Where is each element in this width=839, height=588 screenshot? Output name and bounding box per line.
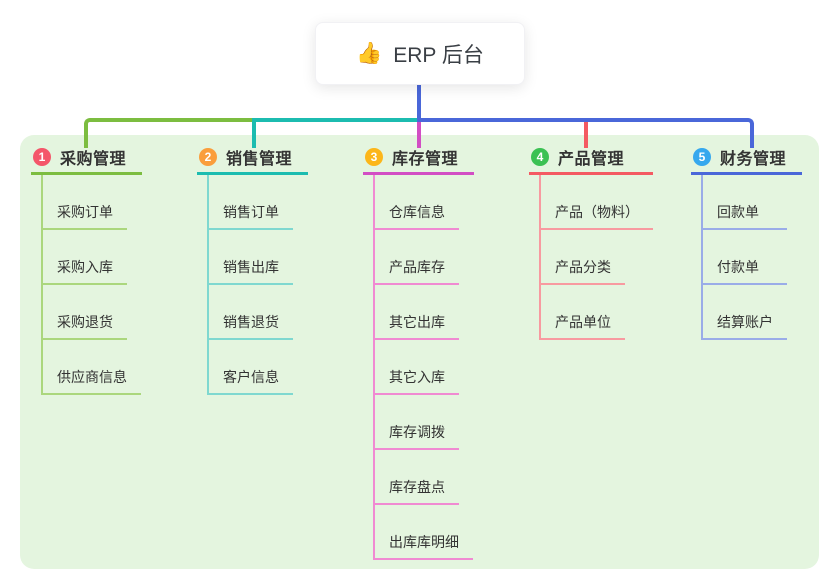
child-label: 采购退货 (57, 314, 113, 330)
child-label: 销售订单 (223, 204, 279, 220)
branch-header[interactable]: 5 财务管理 (691, 145, 802, 175)
branch-number-badge: 1 (33, 147, 51, 166)
branch-children: 产品（物料） 产品分类 产品单位 (539, 175, 653, 340)
root-node[interactable]: 👍 ERP 后台 (315, 22, 525, 85)
child-label: 销售出库 (223, 259, 279, 275)
child-label: 供应商信息 (57, 369, 127, 385)
child-label: 仓库信息 (389, 204, 445, 220)
branch-number-badge: 3 (365, 147, 383, 166)
branch-4: 4 产品管理 产品（物料） 产品分类 产品单位 (529, 145, 653, 340)
child-label: 库存调拨 (389, 424, 445, 440)
child-label: 库存盘点 (389, 479, 445, 495)
child-label: 结算账户 (717, 314, 773, 330)
connector-branch3-line (417, 122, 421, 148)
child-node[interactable]: 采购退货 (41, 285, 127, 340)
branch-children: 销售订单 销售出库 销售退货 客户信息 (207, 175, 308, 395)
branch-number-badge: 4 (531, 147, 549, 166)
branch-label: 库存管理 (392, 150, 459, 168)
branch-children: 采购订单 采购入库 采购退货 供应商信息 (41, 175, 142, 395)
child-label: 其它出库 (389, 314, 445, 330)
child-label: 付款单 (717, 259, 759, 275)
child-label: 客户信息 (223, 369, 279, 385)
child-label: 采购订单 (57, 204, 113, 220)
child-node[interactable]: 销售出库 (207, 230, 293, 285)
child-node[interactable]: 付款单 (701, 230, 787, 285)
branch-label: 财务管理 (720, 150, 787, 168)
child-label: 出库库明细 (389, 534, 459, 550)
child-node[interactable]: 客户信息 (207, 340, 293, 395)
child-label: 产品（物料） (555, 204, 639, 220)
branch-header[interactable]: 4 产品管理 (529, 145, 653, 175)
child-node[interactable]: 库存调拨 (373, 395, 459, 450)
branch-label: 采购管理 (60, 150, 127, 168)
child-node[interactable]: 产品单位 (539, 285, 625, 340)
connector-branch5-line (417, 118, 754, 148)
child-node[interactable]: 采购订单 (41, 175, 127, 230)
connector-root-drop (417, 83, 421, 120)
child-node[interactable]: 产品库存 (373, 230, 459, 285)
branch-header[interactable]: 1 采购管理 (31, 145, 142, 175)
branch-label: 销售管理 (226, 150, 293, 168)
child-label: 销售退货 (223, 314, 279, 330)
child-node[interactable]: 销售订单 (207, 175, 293, 230)
child-node[interactable]: 仓库信息 (373, 175, 459, 230)
branch-number-badge: 5 (693, 147, 711, 166)
branch-children: 仓库信息 产品库存 其它出库 其它入库 库存调拨 库存盘点 出库库明细 (373, 175, 474, 560)
child-label: 其它入库 (389, 369, 445, 385)
connector-branch4-line (584, 122, 588, 148)
child-node[interactable]: 产品（物料） (539, 175, 653, 230)
child-node[interactable]: 结算账户 (701, 285, 787, 340)
branch-label: 产品管理 (558, 150, 625, 168)
child-label: 回款单 (717, 204, 759, 220)
child-node[interactable]: 产品分类 (539, 230, 625, 285)
child-node[interactable]: 供应商信息 (41, 340, 141, 395)
connector-branch1-line (84, 118, 256, 148)
branch-3: 3 库存管理 仓库信息 产品库存 其它出库 其它入库 库存调拨 库存盘点 出库库… (363, 145, 474, 560)
child-node[interactable]: 出库库明细 (373, 505, 473, 560)
child-node[interactable]: 销售退货 (207, 285, 293, 340)
thumbs-up-icon: 👍 (356, 42, 383, 65)
branches-panel (20, 135, 819, 569)
child-node[interactable]: 其它出库 (373, 285, 459, 340)
child-label: 产品分类 (555, 259, 611, 275)
child-node[interactable]: 其它入库 (373, 340, 459, 395)
child-node[interactable]: 采购入库 (41, 230, 127, 285)
child-label: 采购入库 (57, 259, 113, 275)
child-label: 产品库存 (389, 259, 445, 275)
branch-header[interactable]: 2 销售管理 (197, 145, 308, 175)
root-title: ERP 后台 (393, 43, 484, 67)
branch-children: 回款单 付款单 结算账户 (701, 175, 802, 340)
child-node[interactable]: 库存盘点 (373, 450, 459, 505)
branch-header[interactable]: 3 库存管理 (363, 145, 474, 175)
branch-5: 5 财务管理 回款单 付款单 结算账户 (691, 145, 802, 340)
branch-1: 1 采购管理 采购订单 采购入库 采购退货 供应商信息 (31, 145, 142, 395)
branch-number-badge: 2 (199, 147, 217, 166)
child-node[interactable]: 回款单 (701, 175, 787, 230)
connector-branch2-line (252, 118, 421, 148)
child-label: 产品单位 (555, 314, 611, 330)
branch-2: 2 销售管理 销售订单 销售出库 销售退货 客户信息 (197, 145, 308, 395)
